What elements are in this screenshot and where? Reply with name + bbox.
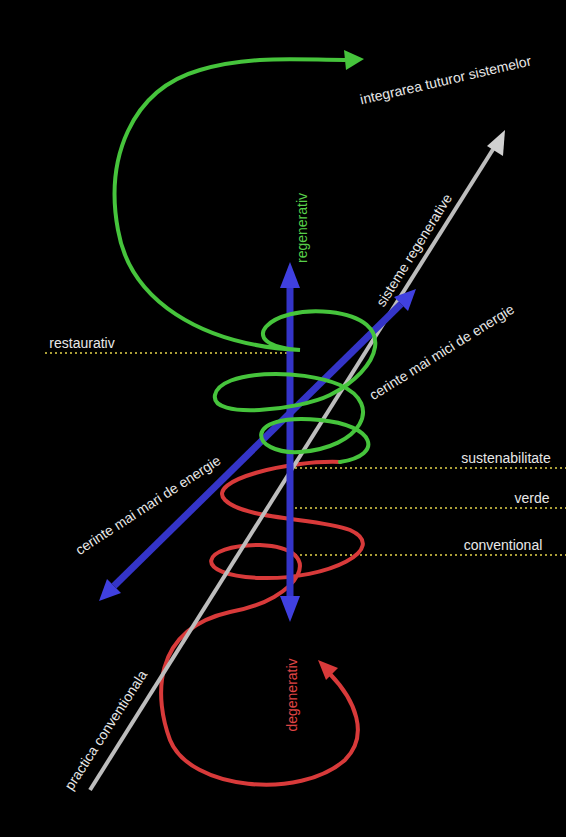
level-line <box>290 467 566 469</box>
level-line <box>45 352 290 354</box>
top-label: integrarea tuturor sistemelor <box>356 52 536 108</box>
red-arrowhead <box>318 660 338 680</box>
green-arrowhead <box>344 50 364 70</box>
level-line <box>290 554 566 556</box>
level-label: sustenabilitate <box>458 450 554 466</box>
blue-arrowhead <box>99 579 121 601</box>
green-spiral <box>115 59 376 462</box>
axis-label: practica conventionala <box>60 665 153 796</box>
blue-arrowhead <box>280 596 300 622</box>
grey-axis <box>90 143 497 790</box>
level-label: verde <box>511 490 552 506</box>
blue-vertical-axis <box>287 283 294 602</box>
axis-end-label: degenerativ <box>284 655 300 734</box>
level-line <box>290 507 566 509</box>
level-label: restaurativ <box>46 335 117 351</box>
level-label: conventional <box>461 537 546 553</box>
grey-arrowhead <box>487 130 505 156</box>
blue-arrowhead <box>394 289 416 311</box>
axis-label: cerinte mai mari de energie <box>70 450 226 559</box>
axis-end-label: regenerativ <box>294 190 310 266</box>
